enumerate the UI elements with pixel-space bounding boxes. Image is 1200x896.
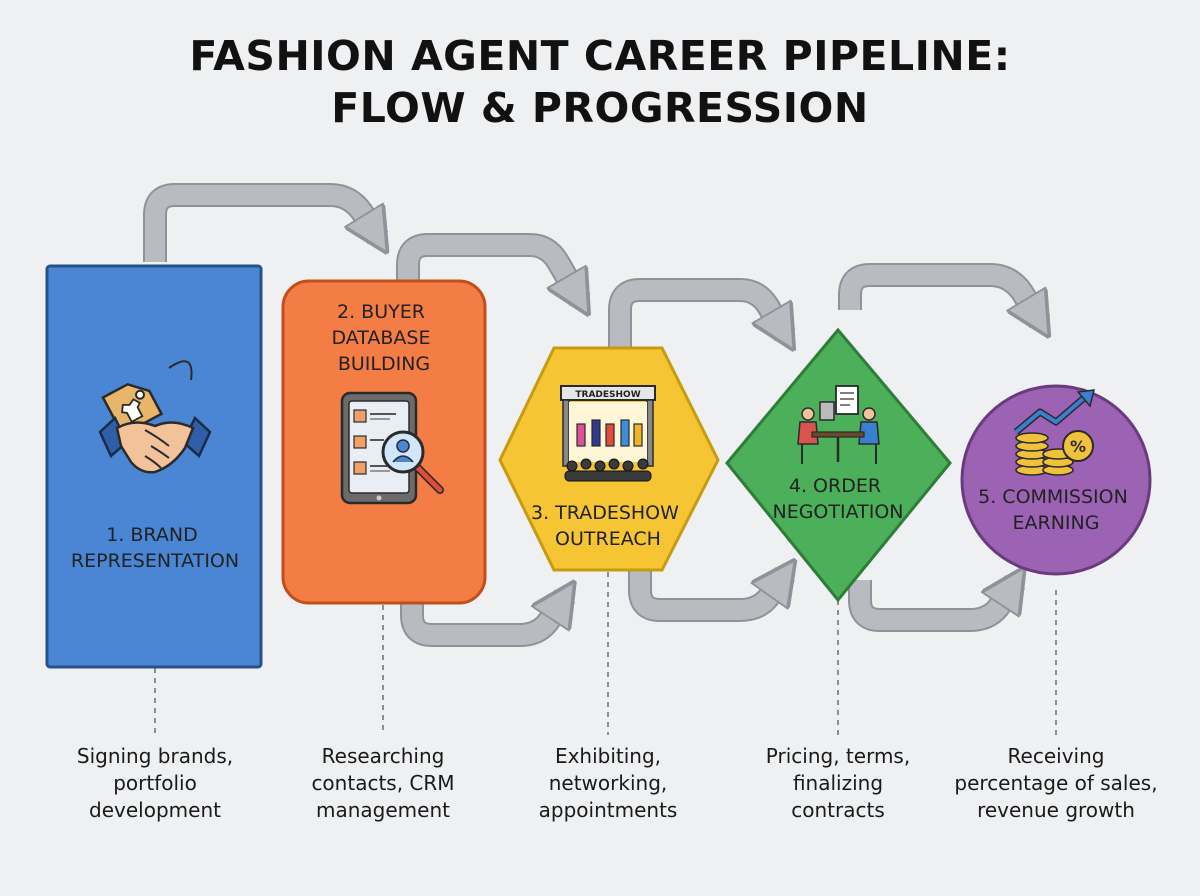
stage-1-label: 1. BRAND REPRESENTATION xyxy=(71,524,239,572)
tradeshow-booth-icon: TRADESHOW xyxy=(560,385,656,482)
title-line-1: FASHION AGENT CAREER PIPELINE: xyxy=(189,32,1011,80)
stage-1-desc-line-3: development xyxy=(89,798,221,822)
arrow-bottom-3-to-4 xyxy=(630,570,785,620)
stage-4-desc-line-1: Pricing, terms, xyxy=(765,744,911,768)
stage-4-desc-line-2: finalizing xyxy=(792,771,884,795)
page-title: FASHION AGENT CAREER PIPELINE: FLOW & PR… xyxy=(0,30,1200,134)
stage-1-desc-line-1: Signing brands, xyxy=(76,744,234,768)
stage-3-label: 3. TRADESHOW OUTREACH xyxy=(531,502,685,550)
stage-2-label-line-3: BUILDING xyxy=(338,353,430,375)
stage-2-label-line-1: 2. BUYER xyxy=(337,301,425,323)
stage-5-description: Receiving percentage of sales, revenue g… xyxy=(943,743,1169,824)
tablet-search-icon xyxy=(340,391,444,505)
stage-2-label: 2. BUYER DATABASE BUILDING xyxy=(331,301,436,375)
svg-text:%: % xyxy=(1070,437,1086,456)
handshake-tag-icon xyxy=(98,360,212,474)
stage-3-tradeshow-outreach: TRADESHOW 3. TRADESHOW OUTREACH xyxy=(498,346,720,572)
stage-1-desc-line-2: portfolio xyxy=(113,771,197,795)
stage-5-label-line-1: 5. COMMISSION xyxy=(978,486,1128,508)
stage-5-label-line-2: EARNING xyxy=(1013,512,1100,534)
booth-sign-text: TRADESHOW xyxy=(575,390,640,400)
stage-3-desc-line-3: appointments xyxy=(538,798,678,822)
stage-2-description: Researching contacts, CRM management xyxy=(283,743,483,824)
stage-2-desc-line-1: Researching xyxy=(321,744,445,768)
stage-3-label-line-1: 3. TRADESHOW xyxy=(531,502,679,524)
stage-4-label: 4. ORDER NEGOTIATION xyxy=(772,475,903,523)
stage-3-description: Exhibiting, networking, appointments xyxy=(508,743,708,824)
stage-4-description: Pricing, terms, finalizing contracts xyxy=(738,743,938,824)
coins-growth-icon: % xyxy=(1013,389,1095,476)
stage-1-label-line-1: 1. BRAND xyxy=(106,524,197,546)
stage-5-desc-line-2: percentage of sales, xyxy=(954,771,1158,795)
arrow-bottom-4-to-5 xyxy=(850,580,1015,630)
arrow-bottom-2-to-3 xyxy=(402,596,565,645)
stage-2-desc-line-2: contacts, CRM xyxy=(311,771,455,795)
connector-arrows xyxy=(143,183,1040,647)
stage-2-label-line-2: DATABASE xyxy=(331,327,430,349)
stage-3-desc-line-1: Exhibiting, xyxy=(554,744,662,768)
stage-2-buyer-database-building: 2. BUYER DATABASE BUILDING xyxy=(281,279,487,605)
stage-5-label: 5. COMMISSION EARNING xyxy=(978,486,1134,534)
leader-lines xyxy=(154,572,1057,735)
stage-4-label-line-1: 4. ORDER xyxy=(789,475,881,497)
stage-4-shape xyxy=(725,327,952,603)
negotiation-table-icon xyxy=(797,385,880,464)
stage-4-desc-line-3: contracts xyxy=(791,798,885,822)
stage-1-description: Signing brands, portfolio development xyxy=(55,743,255,824)
arrow-top-3-to-4 xyxy=(610,280,785,350)
arrow-top-2-to-3 xyxy=(398,235,580,300)
stage-2-desc-line-3: management xyxy=(316,798,450,822)
arrow-top-4-to-5 xyxy=(840,265,1040,322)
arrow-top-1-to-2-fill xyxy=(145,185,378,262)
stage-3-desc-line-2: networking, xyxy=(548,771,668,795)
stage-1-label-line-2: REPRESENTATION xyxy=(71,550,239,572)
stage-1-brand-representation: 1. BRAND REPRESENTATION xyxy=(45,264,263,669)
stage-5-desc-line-3: revenue growth xyxy=(977,798,1135,822)
stage-4-label-line-2: NEGOTIATION xyxy=(772,501,903,523)
title-line-2: FLOW & PROGRESSION xyxy=(331,84,869,132)
stage-5-commission-earning: % 5. COMMISSION EARNING xyxy=(960,384,1152,576)
stage-3-label-line-2: OUTREACH xyxy=(555,528,661,550)
stage-4-order-negotiation: 4. ORDER NEGOTIATION xyxy=(725,327,952,603)
stage-5-desc-line-1: Receiving xyxy=(1007,744,1105,768)
stage-5-shape xyxy=(960,384,1152,576)
